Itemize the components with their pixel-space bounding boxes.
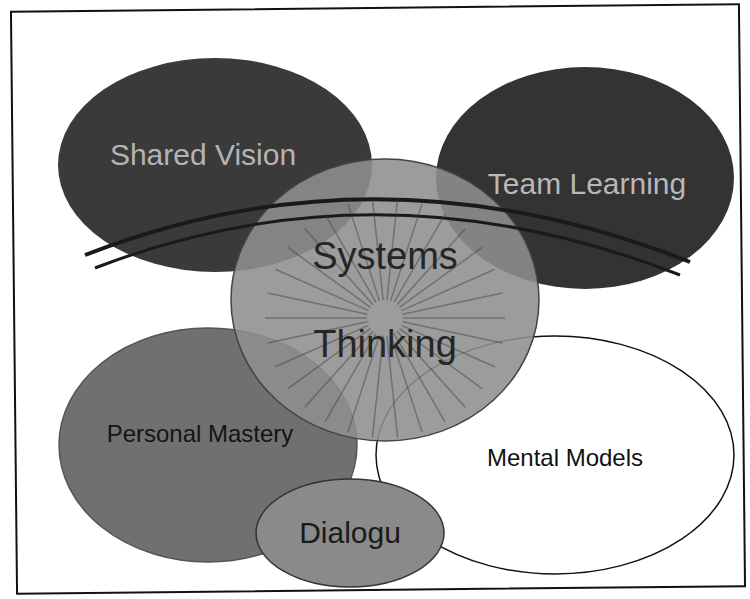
ray-line xyxy=(348,204,380,301)
concept-label: Systems Thinking xyxy=(285,212,485,388)
concept-label: Personal Mastery xyxy=(107,419,294,448)
photo-frame xyxy=(11,4,745,594)
concept-label: Team Learning xyxy=(488,166,686,202)
ray-line xyxy=(400,329,483,389)
ray-line xyxy=(394,214,445,302)
ray-line xyxy=(275,269,368,310)
ray-line xyxy=(397,229,465,305)
ray-line xyxy=(391,335,423,432)
ray-line xyxy=(397,331,465,407)
ray-line xyxy=(400,247,483,307)
ray-line xyxy=(391,204,423,301)
ellipse-outline xyxy=(230,158,540,442)
ray-line xyxy=(325,334,376,422)
concept-ellipse: Dialogu xyxy=(255,478,445,588)
ray-line xyxy=(387,336,398,437)
concept-label: Dialogu xyxy=(299,515,401,551)
ray-line xyxy=(268,322,368,343)
ray-line xyxy=(265,317,367,319)
ray-line xyxy=(387,199,398,300)
ray-line xyxy=(288,247,371,307)
ray-line xyxy=(325,214,376,302)
ellipse-fill xyxy=(231,159,539,441)
ellipse-fill xyxy=(256,479,444,587)
ray-line xyxy=(275,325,368,366)
arc-line xyxy=(95,215,680,275)
ray-line xyxy=(403,322,503,343)
ray-line xyxy=(403,317,505,319)
ray-line xyxy=(305,331,373,407)
ray-line xyxy=(401,269,494,310)
ray-line xyxy=(305,229,373,305)
ray-line xyxy=(348,335,380,432)
ray-line xyxy=(394,334,445,422)
concept-label: Shared Vision xyxy=(110,137,296,173)
ray-line xyxy=(401,325,494,366)
arc-line xyxy=(85,199,690,262)
concept-ellipse: Systems Thinking xyxy=(230,158,540,442)
ray-line xyxy=(288,329,371,389)
ray-line xyxy=(372,336,383,437)
sun-rays xyxy=(265,199,505,438)
concept-label: Mental Models xyxy=(487,443,643,472)
ray-line xyxy=(372,199,383,300)
ray-line xyxy=(403,293,503,314)
ray-line xyxy=(268,293,368,314)
